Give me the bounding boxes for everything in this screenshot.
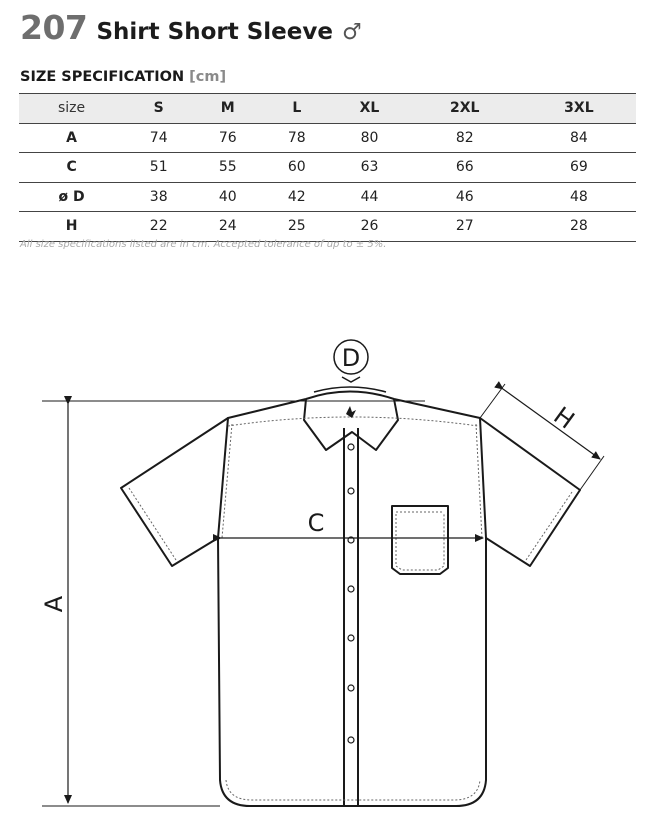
size-spec-table: size S M L XL 2XL 3XL A 74 76 78 80 82 8…: [19, 93, 636, 242]
column-header: 3XL: [521, 93, 636, 124]
row-label: ø D: [19, 182, 125, 212]
measure-a: [42, 396, 425, 807]
column-header: S: [124, 93, 194, 124]
table-row: C 51 55 60 63 66 69: [19, 152, 636, 183]
label-d-circle: [333, 339, 369, 375]
table-cell: 24: [193, 211, 263, 242]
shirt-outline: [120, 386, 581, 807]
male-symbol-icon: ♂: [342, 20, 362, 45]
row-label: C: [19, 152, 125, 183]
product-header: 207 Shirt Short Sleeve ♂: [20, 8, 362, 47]
table-cell: 25: [262, 211, 332, 242]
table-row: A 74 76 78 80 82 84: [19, 123, 636, 153]
table-cell: 69: [521, 152, 636, 183]
table-cell: 78: [262, 123, 332, 153]
table-row: H 22 24 25 26 27 28: [19, 211, 636, 242]
table-cell: 66: [407, 152, 522, 183]
label-a: A: [40, 595, 68, 612]
size-spec-heading: SIZE SPECIFICATION: [20, 69, 185, 85]
measure-h: [479, 381, 605, 491]
size-spec-title: SIZE SPECIFICATION [cm]: [20, 69, 226, 85]
table-row: ø D 38 40 42 44 46 48: [19, 182, 636, 212]
table-cell: 40: [193, 182, 263, 212]
table-cell: 38: [124, 182, 194, 212]
table-cell: 80: [331, 123, 408, 153]
table-cell: 76: [193, 123, 263, 153]
table-cell: 63: [331, 152, 408, 183]
column-header: M: [193, 93, 263, 124]
collar-band: [305, 390, 395, 400]
label-h: H: [548, 401, 579, 434]
column-header: XL: [331, 93, 408, 124]
collar: [303, 398, 399, 451]
stitching: [128, 416, 573, 801]
table-cell: 26: [331, 211, 408, 242]
column-header: 2XL: [407, 93, 522, 124]
table-cell: 22: [124, 211, 194, 242]
placket: [343, 428, 359, 806]
label-c: C: [308, 509, 325, 537]
row-label: A: [19, 123, 125, 153]
buttons: [347, 443, 355, 744]
shirt-body: [217, 398, 487, 807]
table-cell: 74: [124, 123, 194, 153]
table-cell: 55: [193, 152, 263, 183]
table-cell: 44: [331, 182, 408, 212]
tolerance-note: All size specifications listed are in cm…: [20, 239, 387, 250]
label-d: D: [342, 344, 360, 372]
table-cell: 84: [521, 123, 636, 153]
chest-pocket: [391, 505, 449, 575]
table-cell: 48: [521, 182, 636, 212]
column-header: size: [19, 93, 125, 124]
table-header-row: size S M L XL 2XL 3XL: [19, 93, 636, 124]
brand-logo-icon: [346, 406, 356, 418]
column-header: L: [262, 93, 332, 124]
table-cell: 60: [262, 152, 332, 183]
table-cell: 51: [124, 152, 194, 183]
left-sleeve: [120, 417, 229, 567]
table-cell: 82: [407, 123, 522, 153]
size-spec-unit: [cm]: [189, 69, 227, 85]
collar-arrow-icon: [341, 376, 361, 383]
table-cell: 42: [262, 182, 332, 212]
table-cell: 27: [407, 211, 522, 242]
row-label: H: [19, 211, 125, 242]
product-name: Shirt Short Sleeve: [96, 19, 333, 45]
table-cell: 28: [521, 211, 636, 242]
right-sleeve: [479, 417, 581, 567]
product-code: 207: [20, 8, 88, 47]
table-cell: 46: [407, 182, 522, 212]
